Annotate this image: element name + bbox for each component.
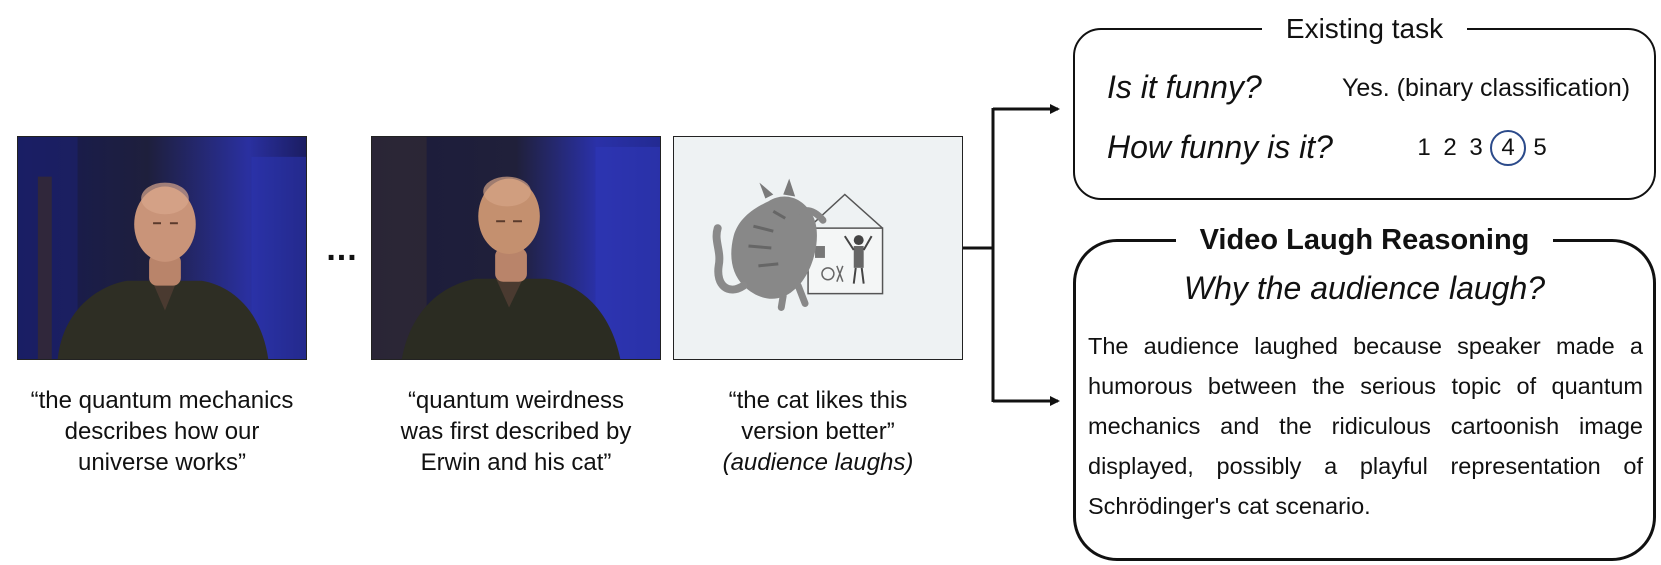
reasoning-answer: The audience laughed because speaker mad… bbox=[1088, 333, 1643, 519]
caption-frame-3: “the cat likes this version better” (aud… bbox=[663, 385, 973, 478]
caption-line: describes how our bbox=[64, 418, 260, 445]
video-frame-2 bbox=[371, 136, 661, 360]
question-is-it-funny: Is it funny? bbox=[1107, 69, 1262, 105]
video-laugh-reasoning-box: Video Laugh Reasoning Why the audience l… bbox=[1073, 224, 1656, 561]
scale-option-1: 1 bbox=[1417, 134, 1431, 161]
existing-task-box: Existing task Is it funny? Yes. (binary … bbox=[1073, 13, 1656, 200]
caption-line: “the quantum mechanics bbox=[30, 387, 294, 414]
scale-option-selected: 4 bbox=[1490, 130, 1526, 166]
caption-frame-1: “the quantum mechanics describes how our… bbox=[7, 385, 317, 478]
ellipsis: ... bbox=[326, 230, 358, 268]
existing-task-title: Existing task bbox=[1075, 12, 1654, 46]
caption-line: “quantum weirdness bbox=[407, 387, 625, 414]
caption-line: universe works” bbox=[77, 449, 247, 476]
scale-option-2: 2 bbox=[1443, 134, 1457, 161]
answer-binary: Yes. (binary classification) bbox=[1342, 74, 1631, 102]
caption-line: was first described by bbox=[400, 418, 632, 445]
video-laugh-reasoning-title-text: Video Laugh Reasoning bbox=[1175, 224, 1554, 256]
video-frame-1 bbox=[17, 136, 307, 360]
scale-option-3: 3 bbox=[1469, 134, 1483, 161]
speaker-photo-1 bbox=[18, 137, 306, 359]
caption-frame-2: “quantum weirdness was first described b… bbox=[361, 385, 671, 478]
cartoon-cat-image bbox=[674, 137, 962, 359]
video-frame-3 bbox=[673, 136, 963, 360]
caption-line: “the cat likes this bbox=[728, 387, 908, 414]
scale-option-5: 5 bbox=[1533, 134, 1547, 161]
speaker-photo-2 bbox=[372, 137, 660, 359]
funniness-scale: 1 2 3 4 5 bbox=[1411, 130, 1553, 166]
why-laugh-question: Why the audience laugh? bbox=[1183, 270, 1546, 306]
question-how-funny: How funny is it? bbox=[1107, 129, 1333, 165]
audience-laughs-note: (audience laughs) bbox=[722, 449, 914, 476]
existing-task-title-text: Existing task bbox=[1261, 13, 1468, 44]
video-laugh-reasoning-title: Video Laugh Reasoning bbox=[1076, 222, 1653, 258]
caption-line: version better” bbox=[741, 418, 895, 445]
caption-line: Erwin and his cat” bbox=[420, 449, 612, 476]
